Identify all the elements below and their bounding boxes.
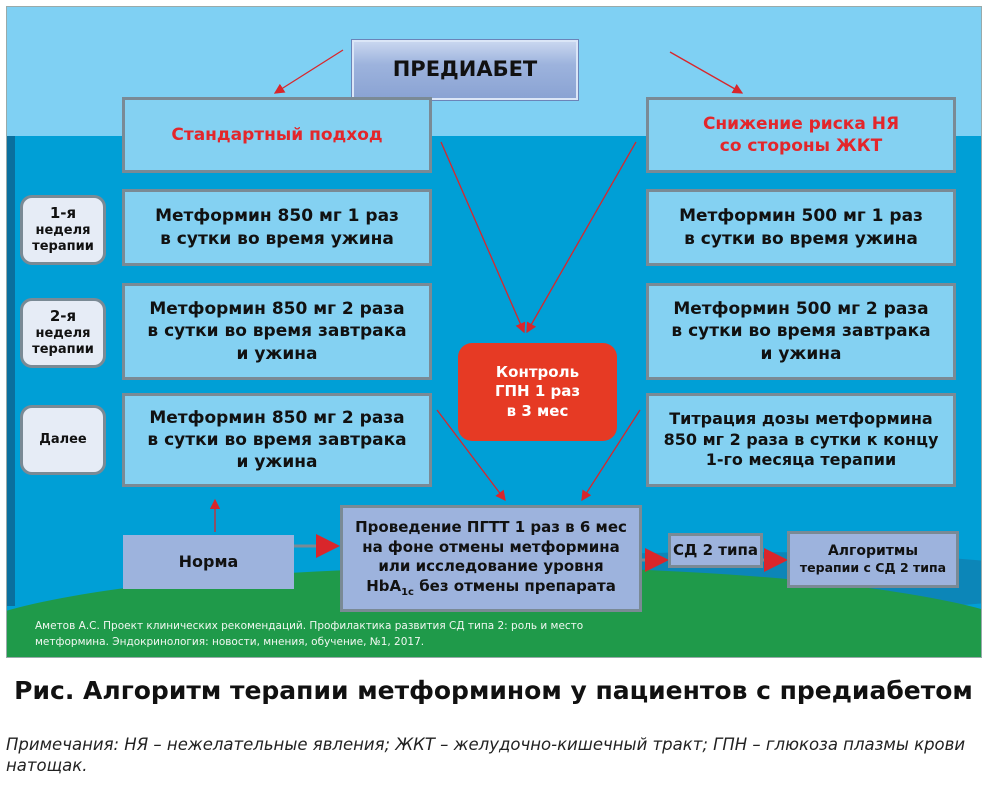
prediabetes-root: ПРЕДИАБЕТ xyxy=(352,40,578,100)
step-line: Метформин 850 мг 2 раза xyxy=(149,299,405,320)
step-line: и ужина xyxy=(236,343,318,364)
step-line: в сутки во время ужина xyxy=(160,228,394,249)
step-line: Метформин 500 мг 2 раза xyxy=(673,299,929,320)
header-line: со стороны ЖКТ xyxy=(719,136,883,156)
week-line: неделя xyxy=(35,326,91,342)
arrow xyxy=(526,141,637,334)
control-line: Контроль xyxy=(495,362,580,381)
ogtt-line: Проведение ПГТТ 1 раз в 6 мес xyxy=(355,518,627,537)
dm2-box: СД 2 типа xyxy=(668,533,763,568)
left-strip xyxy=(7,136,15,606)
figure-note: Примечания: НЯ – нежелательные явления; … xyxy=(6,735,966,776)
week-line: 1-я xyxy=(49,204,77,223)
step-line: в сутки во время завтрака xyxy=(147,429,407,450)
step-line: в сутки во время завтрака xyxy=(671,321,931,342)
norm-box: Норма xyxy=(123,535,294,589)
ogtt-line: на фоне отмены метформина xyxy=(362,537,620,556)
figure-caption: Рис. Алгоритм терапии метформином у паци… xyxy=(14,676,973,705)
arrow xyxy=(581,409,641,502)
hba-subscript: 1c xyxy=(401,586,414,598)
step-line: и ужина xyxy=(760,343,842,364)
arrow xyxy=(669,51,744,94)
ogtt-end-text: без отмены препарата xyxy=(413,576,616,595)
ogtt-line: HbA1c без отмены препарата xyxy=(366,577,616,599)
arrow xyxy=(436,409,506,502)
control-line: ГПН 1 раз xyxy=(494,382,581,401)
step-line: и ужина xyxy=(236,452,318,473)
control-line: в 3 мес xyxy=(506,401,569,420)
citation-line: Аметов А.С. Проект клинических рекоменда… xyxy=(35,620,584,632)
hba-text: HbA xyxy=(366,576,402,595)
step-line: Метформин 850 мг 1 раз xyxy=(155,206,399,227)
standard-approach-header: Стандартный подход xyxy=(122,97,432,173)
arrow xyxy=(440,141,526,334)
step-line: в сутки во время завтрака xyxy=(147,321,407,342)
step-line: Метформин 500 мг 1 раз xyxy=(679,206,923,227)
header-line: Снижение риска НЯ xyxy=(702,113,900,134)
step-line: в сутки во время ужина xyxy=(684,228,918,249)
week-line: терапии xyxy=(32,239,94,255)
step-line: 850 мг 2 раза в сутки к концу xyxy=(663,429,939,449)
step-line: Метформин 850 мг 2 раза xyxy=(149,407,405,428)
arrow xyxy=(273,49,344,94)
week-line: 2-я xyxy=(49,307,77,326)
step-line: 1-го месяца терапии xyxy=(705,450,897,470)
ogtt-line: или исследование уровня xyxy=(378,557,604,576)
citation: Аметов А.С. Проект клинических рекоменда… xyxy=(35,619,583,651)
algo-line: Алгоритмы xyxy=(827,543,919,560)
algo-line: терапии с СД 2 типа xyxy=(799,560,947,576)
week-line: неделя xyxy=(35,223,91,239)
step-line: Титрация дозы метформина xyxy=(669,408,933,428)
citation-line: метформина. Эндокринология: новости, мне… xyxy=(35,635,425,648)
later-label: Далее xyxy=(20,405,106,475)
week-line: терапии xyxy=(32,342,94,358)
